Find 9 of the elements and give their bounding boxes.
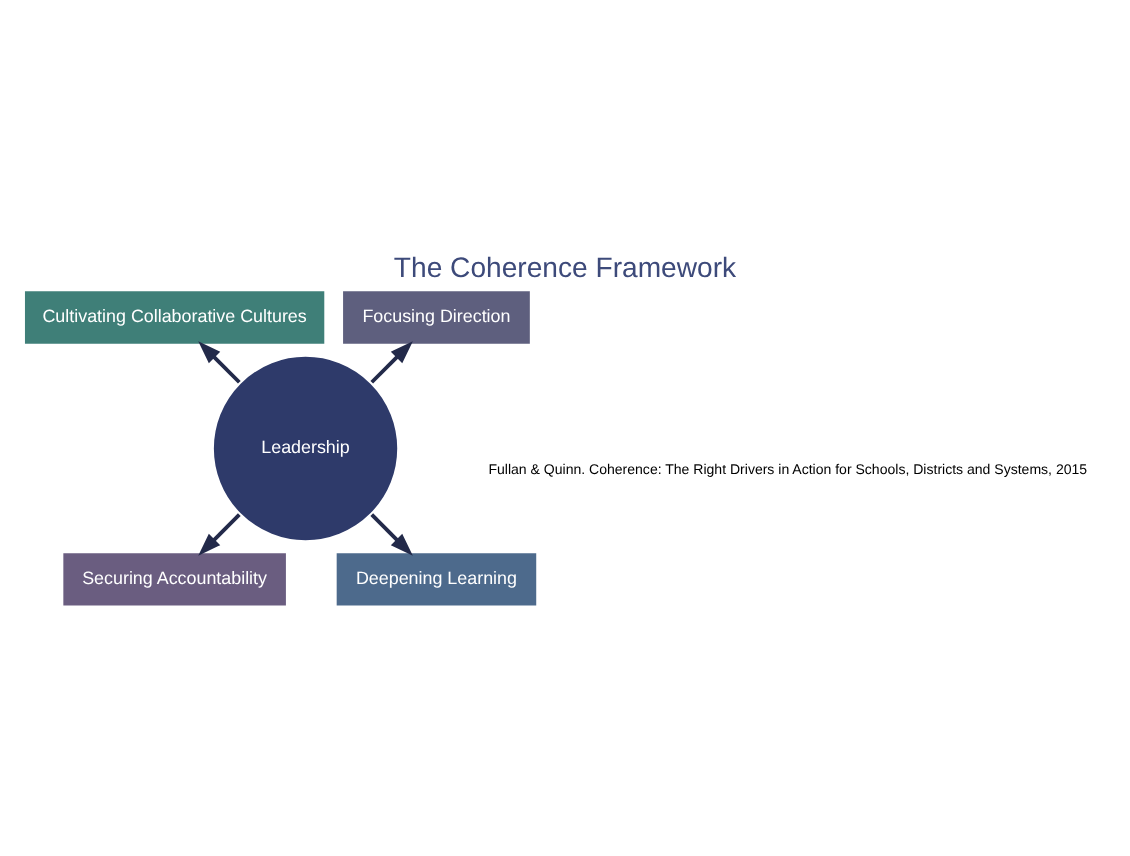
node-box: Securing Accountability — [60, 550, 289, 609]
node-box: Deepening Learning — [334, 550, 539, 609]
arrow — [370, 341, 413, 384]
node-box: Cultivating Collaborative Cultures — [22, 288, 327, 347]
arrow — [370, 513, 413, 556]
arrow — [198, 513, 241, 556]
arrow — [198, 341, 241, 384]
diagram-title: The Coherence Framework — [393, 250, 737, 283]
node-box: Focusing Direction — [340, 288, 533, 347]
